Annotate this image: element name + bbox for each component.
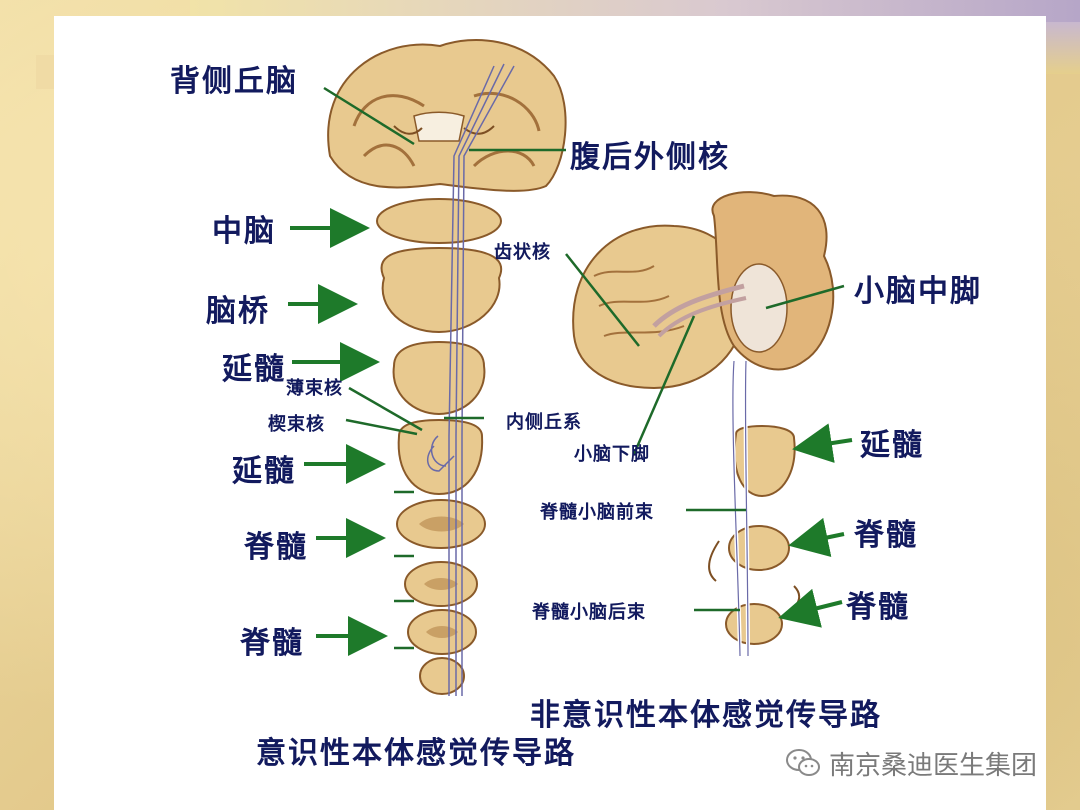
- label-dentate-nucleus: 齿状核: [494, 238, 551, 264]
- right-stem: [709, 361, 799, 656]
- label-anterior-spinocerebellar-tract: 脊髓小脑前束: [540, 498, 654, 524]
- label-vpl-nucleus: 腹后外侧核: [570, 132, 730, 176]
- label-posterior-spinocerebellar-tract: 脊髓小脑后束: [532, 598, 646, 624]
- label-right-spinal-cord-lower: 脊髓: [846, 582, 910, 626]
- slide-canvas: 背侧丘脑 腹后外侧核 中脑 脑桥 延髓 薄束核 楔束核 内侧丘系 延髓 脊髓 脊…: [54, 16, 1046, 810]
- watermark-text: 南京桑迪医生集团: [829, 745, 1037, 782]
- label-midbrain: 中脑: [212, 206, 276, 250]
- watermark: 南京桑迪医生集团: [785, 745, 1037, 781]
- label-middle-cerebellar-peduncle: 小脑中脚: [854, 266, 982, 310]
- caption-conscious-pathway: 意识性本体感觉传导路: [256, 728, 576, 772]
- label-medulla-lower: 延髓: [232, 446, 296, 490]
- label-right-medulla: 延髓: [860, 420, 924, 464]
- label-dorsal-thalamus: 背侧丘脑: [170, 56, 298, 100]
- label-pons: 脑桥: [206, 286, 270, 330]
- caption-unconscious-pathway: 非意识性本体感觉传导路: [530, 690, 882, 734]
- label-right-spinal-cord-upper: 脊髓: [854, 510, 918, 554]
- decorative-corner: [1044, 22, 1080, 74]
- label-spinal-cord-lower: 脊髓: [240, 618, 304, 662]
- cerebrum-section: [328, 40, 565, 191]
- label-spinal-cord-upper: 脊髓: [244, 522, 308, 566]
- label-medulla-upper: 延髓: [222, 344, 286, 388]
- decorative-tab: [36, 55, 56, 89]
- label-medial-lemniscus: 内侧丘系: [506, 408, 582, 434]
- label-inferior-cerebellar-peduncle: 小脑下脚: [574, 440, 650, 466]
- label-gracile-nucleus: 薄束核: [286, 374, 343, 400]
- brainstem-stack: [377, 199, 501, 694]
- wechat-icon: [785, 748, 821, 778]
- cerebellum-section: [573, 192, 833, 388]
- label-cuneate-nucleus: 楔束核: [268, 410, 325, 436]
